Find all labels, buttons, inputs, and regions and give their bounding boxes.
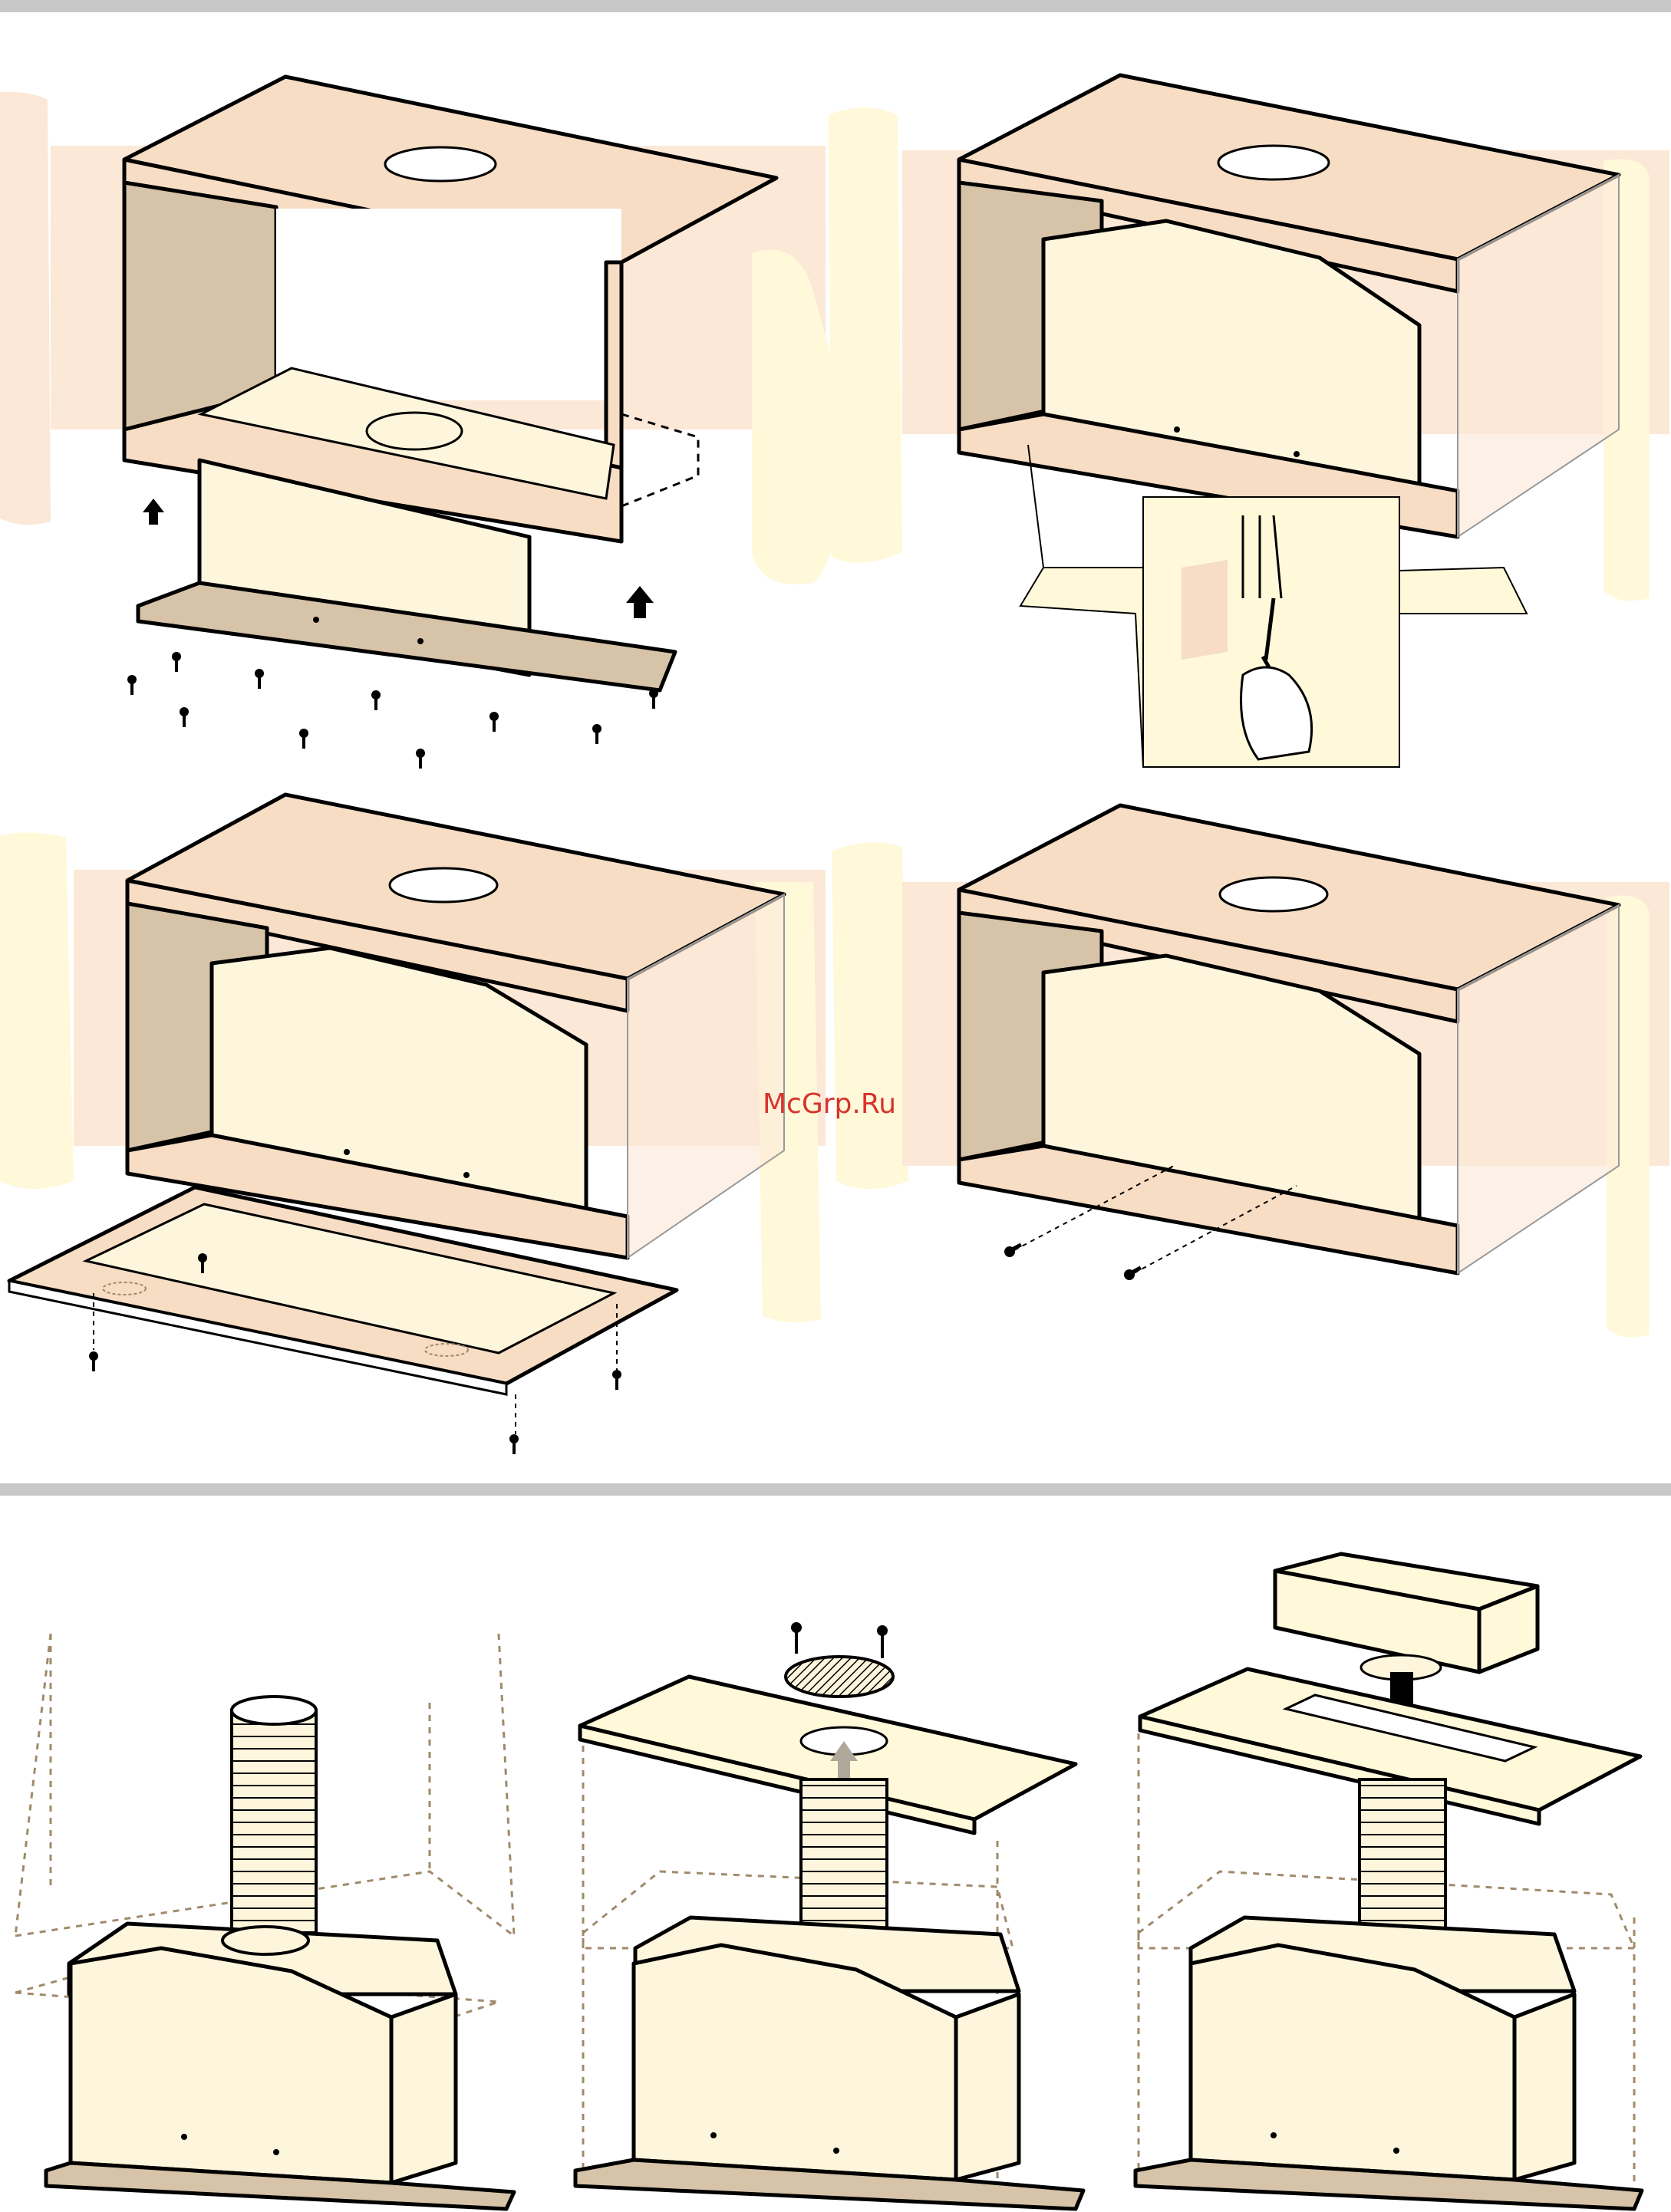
flexible-duct [232,1710,316,1933]
step-front-screws [832,805,1669,1337]
duct-hole [390,868,497,902]
detail-cabinet-edge [1182,560,1228,660]
up-arrow-icon [626,586,654,618]
screw-dot-1 [1174,426,1180,433]
screw-dot-1 [710,2132,717,2138]
screw-dot-1 [1271,2132,1277,2138]
step-vent-grille [1135,1554,1642,2209]
screw-dot-1 [181,2134,187,2140]
screw-icon [877,1625,888,1636]
screw-icon [1004,1243,1142,1280]
flexible-duct-top [232,1697,316,1724]
screw-dot-1 [313,617,319,623]
round-grille [786,1657,893,1697]
screw-dot-1 [344,1149,350,1155]
step-duct-connection [15,1634,514,2209]
fan-outlet [222,1927,308,1954]
hood-side [391,1994,456,2183]
wall-left [829,107,902,563]
top-divider [0,0,1671,12]
step-remove-unit [0,77,852,769]
duct-hole [385,147,496,181]
screw-dot-2 [417,638,424,644]
hood-side [1514,1994,1574,2180]
middle-divider [0,1483,1671,1496]
wall-left [0,832,74,1189]
fan-outlet [367,413,462,449]
screw-dot-2 [1294,451,1300,457]
screw-dot-2 [1393,2148,1399,2154]
wall-left [832,842,908,1189]
cabinet-opening [276,209,621,400]
hood-side [956,1994,1019,2180]
wall-left [0,92,51,525]
step-tighten-screws-detail [829,75,1669,767]
up-arrow-icon [143,499,164,525]
step-attach-frame-panel [0,795,826,1454]
grille-screw [796,1631,882,1658]
screw-dot-2 [273,2149,279,2155]
screw-dot-2 [833,2148,839,2154]
screw-dot-2 [463,1172,470,1178]
duct-hole [1220,877,1327,911]
step-outlet-grille [575,1622,1083,2209]
duct-hole [1218,146,1329,179]
screw-icon [791,1622,802,1633]
watermark: McGrp.Ru [763,1085,931,1124]
